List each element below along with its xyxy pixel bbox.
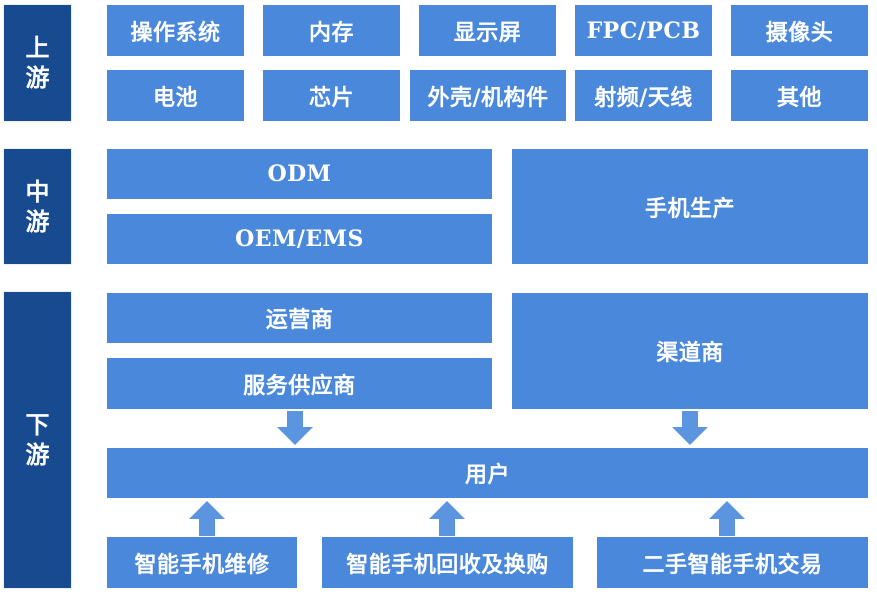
upstream-other: 其他 (731, 70, 868, 121)
downstream-secondhand: 二手智能手机交易 (597, 537, 868, 588)
upstream-chip: 芯片 (263, 70, 400, 121)
stage-upstream-char-2: 游 (25, 63, 50, 92)
downstream-service-provider: 服务供应商 (107, 358, 492, 409)
upstream-fpc-pcb: FPC/PCB (575, 5, 712, 56)
arrow-up-icon (709, 501, 745, 536)
stage-upstream: 上 游 (4, 5, 71, 121)
stage-downstream-char-2: 游 (25, 440, 50, 469)
stage-downstream: 下 游 (4, 292, 71, 588)
upstream-housing: 外壳/机构件 (410, 70, 566, 121)
upstream-os: 操作系统 (107, 5, 244, 56)
arrow-up-icon (189, 501, 225, 536)
upstream-memory: 内存 (263, 5, 400, 56)
upstream-battery: 电池 (107, 70, 244, 121)
stage-downstream-char-1: 下 (25, 410, 50, 439)
downstream-channel: 渠道商 (512, 293, 868, 409)
arrow-down-icon (277, 411, 313, 445)
stage-midstream-char-1: 中 (25, 176, 50, 206)
upstream-rf-antenna: 射频/天线 (575, 70, 712, 121)
arrow-down-icon (672, 411, 708, 445)
midstream-odm: ODM (107, 149, 492, 199)
downstream-user: 用户 (107, 448, 868, 498)
stage-midstream: 中 游 (4, 149, 71, 264)
downstream-repair: 智能手机维修 (107, 537, 297, 588)
stage-upstream-char-1: 上 (25, 33, 50, 62)
midstream-phone-production: 手机生产 (512, 149, 868, 264)
midstream-oem-ems: OEM/EMS (107, 214, 492, 264)
downstream-operator: 运营商 (107, 293, 492, 343)
arrow-up-icon (429, 501, 465, 536)
stage-midstream-char-2: 游 (25, 206, 50, 236)
upstream-camera: 摄像头 (731, 5, 868, 56)
upstream-display: 显示屏 (419, 5, 556, 56)
downstream-recycle: 智能手机回收及换购 (322, 537, 573, 588)
